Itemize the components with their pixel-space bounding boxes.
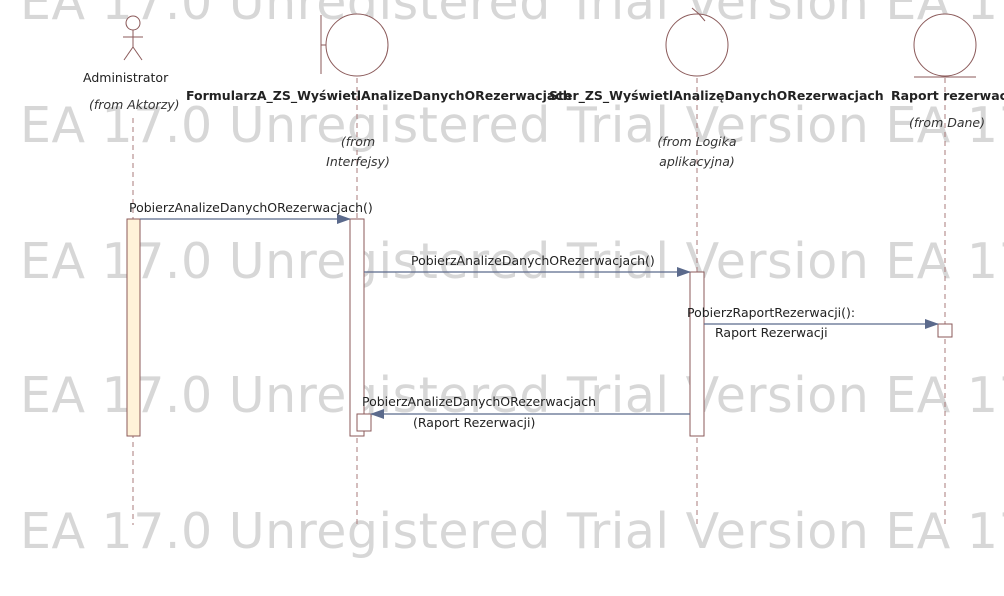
message-label-2: PobierzAnalizeDanychORezerwacjach(): [411, 253, 655, 268]
administrator-name: Administrator: [83, 70, 169, 85]
raport-origin: (from Dane): [909, 115, 985, 130]
sterownik-name: Ster_ZS_WyświetlAnalizęDanychORezerwacja…: [549, 88, 884, 103]
administrator-origin: (from Aktorzy): [89, 97, 180, 112]
activation-bar-raport: [937, 323, 953, 338]
watermark-text: EA 17.0 Unregistered Trial Version EA 17…: [20, 503, 1004, 560]
formularz-name: FormularzA_ZS_WyświetlAnalizeDanychOReze…: [186, 88, 572, 103]
sterownik-origin-line1: (from Logika: [657, 134, 737, 149]
entity-icon: [913, 13, 977, 78]
activation-bar-sterownik: [689, 271, 705, 437]
message-label-4-line2: (Raport Rezerwacji): [413, 415, 536, 430]
watermark-text: EA 17.0 Unregistered Trial Version EA 17…: [20, 97, 1004, 154]
watermark-text: EA 17.0 Unregistered Trial Version EA 17…: [20, 367, 1004, 424]
formularz-origin-line2: Interfejsy): [326, 154, 390, 169]
raport-name: Raport rezerwacji: [891, 88, 1004, 103]
message-label-1: PobierzAnalizeDanychORezerwacjach(): [129, 200, 373, 215]
watermark-text: EA 17.0 Unregistered Trial Version EA 17…: [20, 233, 1004, 290]
activation-bar-formularz: [349, 218, 365, 437]
control-icon: [665, 7, 729, 77]
activation-bar-formularz-nested: [356, 413, 372, 432]
message-label-3-line2: Raport Rezerwacji: [713, 325, 830, 340]
formularz-origin-line1: (from: [340, 134, 376, 149]
sterownik-origin-line2: aplikacyjna): [659, 154, 735, 169]
actor-icon: [123, 15, 143, 61]
watermark-text: EA 17.0 Unregistered Trial Version EA 17…: [20, 0, 1004, 31]
message-label-4-line1: PobierzAnalizeDanychORezerwacjach: [362, 394, 596, 409]
boundary-icon: [320, 13, 389, 77]
activation-bar-administrator: [126, 218, 141, 437]
message-label-3-line1: PobierzRaportRezerwacji():: [687, 305, 856, 320]
